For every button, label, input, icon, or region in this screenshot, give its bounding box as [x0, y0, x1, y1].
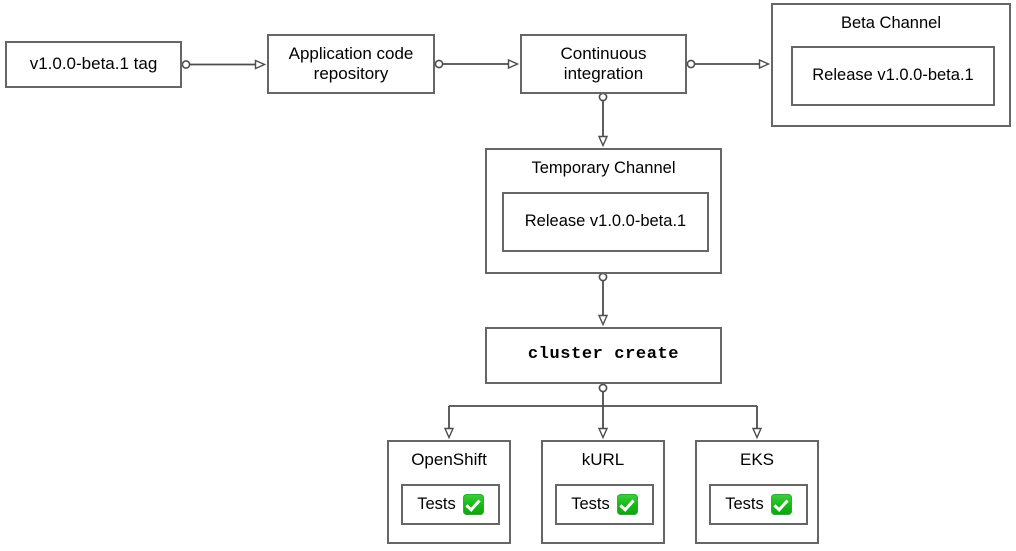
edge-ci-to-temporary-channel [599, 92, 606, 145]
temporary-channel-container[interactable]: Temporary Channel Release v1.0.0-beta.1 [485, 148, 722, 274]
beta-channel-container[interactable]: Beta Channel Release v1.0.0-beta.1 [771, 3, 1011, 127]
green-check-icon [770, 494, 792, 515]
openshift-label: OpenShift [411, 450, 487, 469]
kurl-label: kURL [581, 450, 625, 469]
temporary-channel-release-label: Release v1.0.0-beta.1 [524, 212, 687, 231]
continuous-integration-label: Continuous integration [560, 43, 647, 83]
edge-temporary-channel-to-cluster-create [599, 272, 606, 324]
edge-ci-to-beta-channel [686, 60, 768, 67]
edge-repo-to-ci [434, 60, 517, 67]
openshift-tests-label: Tests [417, 494, 456, 513]
application-code-repository-node[interactable]: Application code repository [267, 34, 435, 94]
application-code-repository-label: Application code repository [288, 43, 414, 83]
version-tag-label: v1.0.0-beta.1 tag [29, 54, 158, 74]
kurl-tests-box[interactable]: Tests [555, 484, 654, 525]
green-check-icon [616, 494, 638, 515]
beta-channel-release-box[interactable]: Release v1.0.0-beta.1 [791, 46, 995, 106]
temporary-channel-title: Temporary Channel [531, 159, 676, 177]
eks-tests-label: Tests [725, 494, 764, 513]
version-tag-node[interactable]: v1.0.0-beta.1 tag [5, 41, 182, 88]
cluster-create-node[interactable]: cluster create [485, 327, 722, 384]
eks-node[interactable]: EKS Tests [695, 440, 819, 544]
kurl-node[interactable]: kURL Tests [541, 440, 665, 544]
edge-cluster-create-fanout [449, 383, 757, 437]
beta-channel-release-label: Release v1.0.0-beta.1 [812, 66, 974, 85]
openshift-node[interactable]: OpenShift Tests [387, 440, 511, 544]
eks-label: EKS [739, 450, 775, 469]
eks-tests-box[interactable]: Tests [709, 484, 808, 525]
edge-tag-to-repo [181, 61, 264, 68]
kurl-tests-label: Tests [571, 494, 610, 513]
cluster-create-label: cluster create [527, 345, 680, 365]
openshift-tests-box[interactable]: Tests [401, 484, 500, 525]
continuous-integration-node[interactable]: Continuous integration [520, 34, 687, 94]
green-check-icon [462, 494, 484, 515]
beta-channel-title: Beta Channel [841, 14, 941, 32]
temporary-channel-release-box[interactable]: Release v1.0.0-beta.1 [502, 192, 709, 252]
